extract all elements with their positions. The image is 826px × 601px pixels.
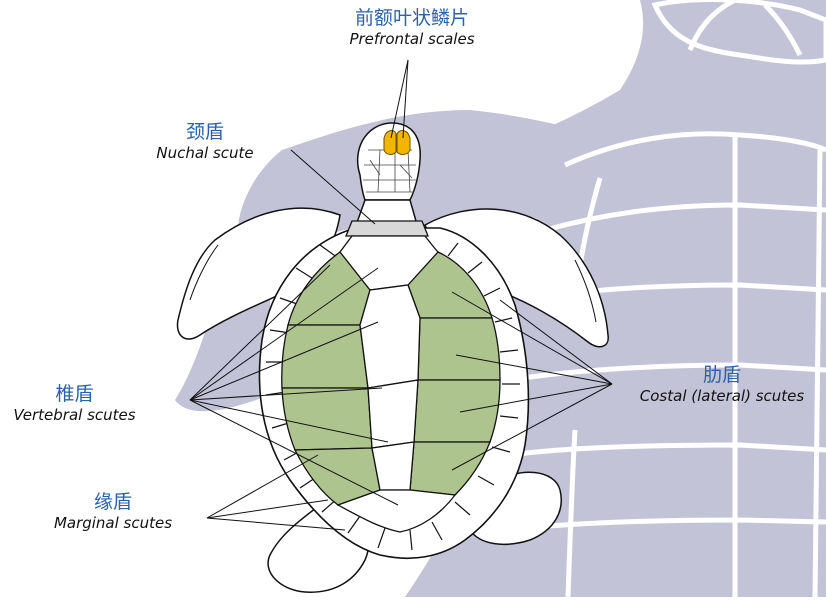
label-prefrontal-scales: 前额叶状鳞片 Prefrontal scales [322,7,502,48]
label-vertebral-scutes: 椎盾 Vertebral scutes [2,383,147,424]
label-nuchal-scute: 颈盾 Nuchal scute [130,121,280,162]
label-costal-zh: 肋盾 [620,364,824,387]
costal-scute-right-2 [418,318,500,380]
vertebral-scute-2 [360,285,420,388]
label-vertebral-zh: 椎盾 [2,383,147,406]
vertebral-scute-4 [372,442,414,490]
nuchal-scute [346,221,428,236]
label-marginal-en: Marginal scutes [38,514,188,532]
label-prefrontal-en: Prefrontal scales [322,30,502,48]
prefrontal-scale-left [384,131,396,155]
costal-scute-right-3 [414,380,500,442]
label-vertebral-en: Vertebral scutes [2,406,147,424]
label-marginal-scutes: 缘盾 Marginal scutes [38,491,188,532]
label-nuchal-zh: 颈盾 [130,121,280,144]
label-marginal-zh: 缘盾 [38,491,188,514]
label-costal-en: Costal (lateral) scutes [620,387,824,405]
vertebral-scute-3 [368,380,418,448]
label-prefrontal-zh: 前额叶状鳞片 [322,7,502,30]
label-nuchal-en: Nuchal scute [130,144,280,162]
label-costal-scutes: 肋盾 Costal (lateral) scutes [620,364,824,405]
costal-scute-left-3 [282,388,372,450]
